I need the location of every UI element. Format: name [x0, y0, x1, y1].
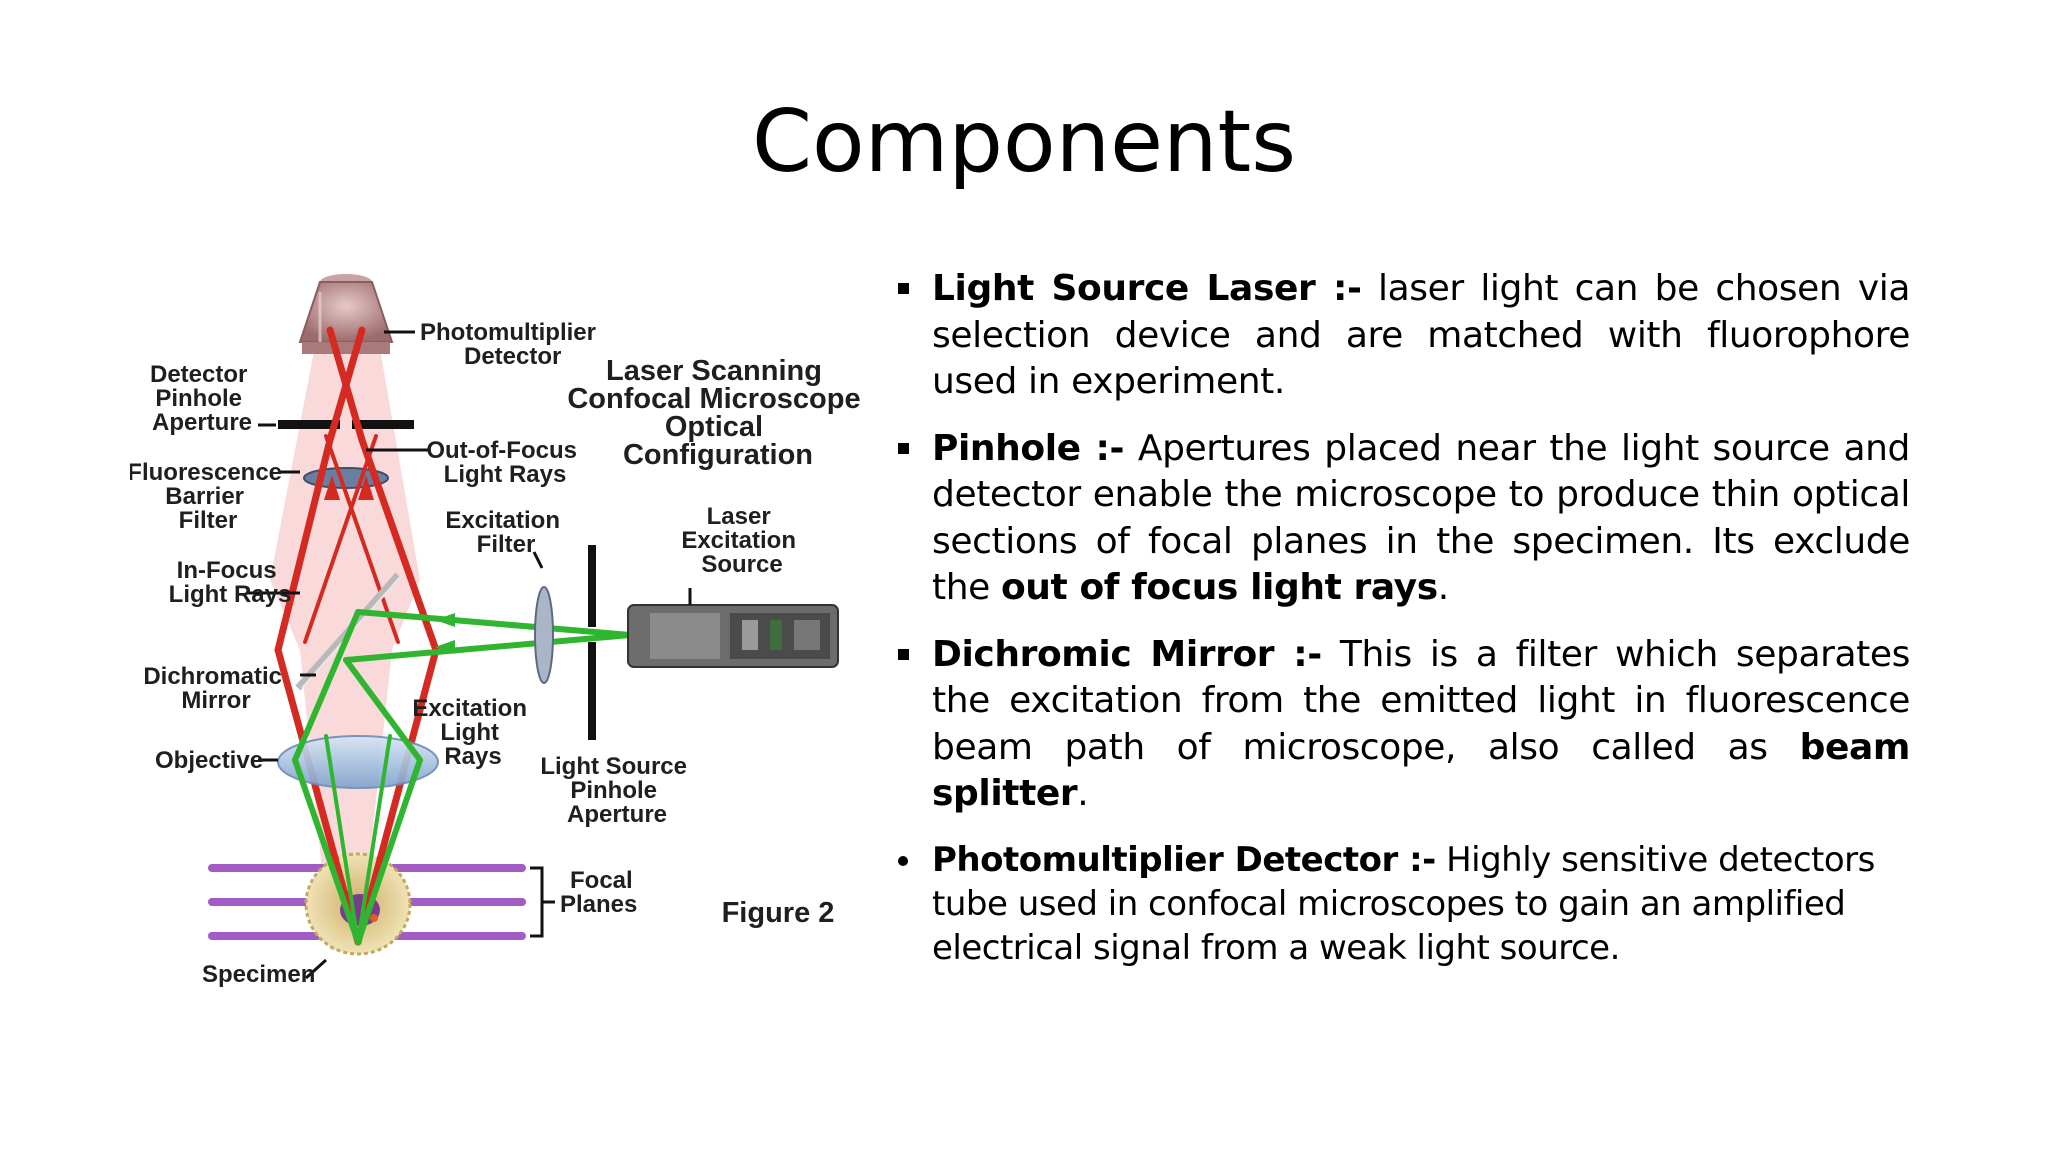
label-laser-excitation-source: Laser Excitation Source	[681, 503, 802, 578]
bullet-tail: .	[1437, 567, 1449, 608]
bullet-photomultiplier-detector: Photomultiplier Detector :- Highly sensi…	[895, 838, 1910, 970]
bullet-pinhole: Pinhole :- Apertures placed near the lig…	[895, 426, 1910, 612]
slide-title: Components	[751, 92, 1297, 192]
excitation-filter-icon	[534, 586, 554, 684]
figure-title: Laser Scanning Confocal Microscope Optic…	[567, 355, 860, 471]
label-fluorescence-barrier-filter: Fluorescence Barrier Filter	[130, 459, 289, 534]
label-specimen: Specimen	[202, 961, 315, 988]
label-light-source-pinhole-aperture: Light Source Pinhole Aperture	[540, 753, 693, 828]
light-source-pinhole-aperture-icon	[588, 545, 596, 740]
bullet-dichromic-mirror: Dichromic Mirror :- This is a filter whi…	[895, 632, 1910, 818]
bullet-term: Dichromic Mirror :-	[932, 633, 1322, 675]
confocal-microscope-diagram: Photomultiplier Detector Detector Pinhol…	[130, 274, 860, 988]
label-in-focus-rays: In-Focus Light Rays	[169, 557, 292, 608]
bullet-term: Pinhole :-	[932, 427, 1125, 469]
bullet-text: This is a filter which separates the exc…	[932, 633, 1910, 768]
label-excitation-light-rays: Excitation Light Rays	[412, 695, 533, 770]
bullet-text: Highly sensitive detectors tube used in …	[932, 839, 1875, 968]
label-photomultiplier-detector: Photomultiplier Detector	[420, 319, 603, 370]
label-excitation-filter: Excitation Filter	[445, 507, 566, 558]
figure-caption: Figure 2	[722, 897, 835, 929]
label-objective: Objective	[155, 747, 263, 774]
detector-pinhole-aperture-icon	[278, 420, 414, 429]
label-out-of-focus-rays: Out-of-Focus Light Rays	[426, 437, 583, 488]
bullet-text: laser light can be chosen via selection …	[932, 268, 1910, 402]
components-bullet-list: Light Source Laser :- laser light can be…	[895, 266, 1910, 990]
leader-lines	[246, 330, 544, 980]
laser-excitation-source-icon	[627, 588, 839, 668]
bullet-tail: .	[1077, 773, 1089, 814]
excitation-light-rays	[292, 609, 633, 945]
label-focal-planes: Focal Planes	[560, 867, 639, 918]
bullet-emphasis: out of focus light rays	[1000, 567, 1438, 608]
focal-planes-bracket	[530, 866, 555, 938]
bullet-emphasis: beam splitter	[932, 726, 1910, 815]
photomultiplier-detector-icon	[298, 274, 394, 354]
bullet-term: Photomultiplier Detector :-	[932, 839, 1436, 880]
label-detector-pinhole-aperture: Detector Pinhole Aperture	[150, 361, 254, 436]
label-dichromatic-mirror: Dichromatic Mirror	[143, 663, 288, 714]
bullet-text: Apertures placed near the light source a…	[932, 427, 1911, 609]
bullet-term: Light Source Laser :-	[932, 268, 1362, 309]
bullet-light-source-laser: Light Source Laser :- laser light can be…	[895, 266, 1910, 406]
objective-lens-icon	[277, 735, 439, 789]
